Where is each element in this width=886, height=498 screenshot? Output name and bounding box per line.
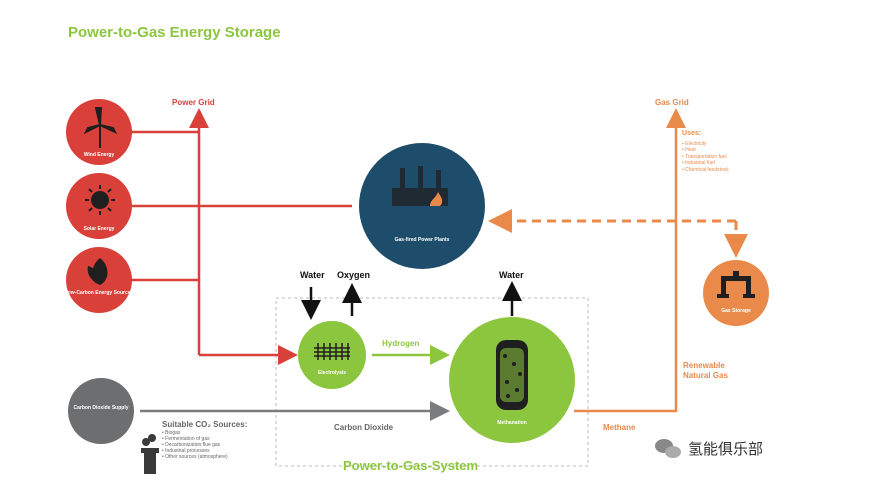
power-grid-label: Power Grid <box>172 98 215 107</box>
leaf-icon <box>87 258 108 285</box>
renewable-natural-gas-label: Renewable Natural Gas <box>683 361 728 380</box>
reactor-icon <box>496 340 528 410</box>
co2-sources-list: Suitable CO₂ Sources: Biogas Fermentatio… <box>162 420 248 461</box>
system-boundary <box>275 297 589 467</box>
gas-storage-caption: Gas Storage <box>721 308 751 314</box>
chat-bubbles-icon <box>655 439 681 458</box>
hydrogen-label: Hydrogen <box>382 339 420 348</box>
power-lines <box>130 108 352 365</box>
methanation-node <box>449 317 575 443</box>
gas-power-plant-caption: Gas-fired Power Plants <box>394 237 450 243</box>
uses-item: Chemical feedstock <box>682 167 729 174</box>
uses-heading: Uses: <box>682 130 702 137</box>
water-out-label: Water <box>499 270 524 280</box>
co2-sources-heading: Suitable CO₂ Sources: <box>162 420 248 429</box>
gas-power-plant-node <box>359 143 485 269</box>
carbon-source-caption: Carbon Dioxide Supply <box>73 405 129 411</box>
solar-caption: Solar Energy <box>83 226 115 232</box>
system-title: Power-to-Gas-System <box>343 458 479 473</box>
gas-return-lines <box>488 209 748 258</box>
low-carbon-node <box>66 247 132 313</box>
sun-icon <box>85 185 115 215</box>
electrolyzer-icon <box>314 343 350 360</box>
uses-item: Industrial fuel <box>682 160 729 167</box>
gas-storage-node <box>703 260 769 326</box>
uses-list: Uses: Electricity Heat Transportation fu… <box>682 130 729 174</box>
methane-lines <box>574 108 686 413</box>
wind-energy-node <box>66 99 132 165</box>
watermark-text: 氢能俱乐部 <box>688 441 764 458</box>
co2-source-item: Industrial processes <box>162 448 247 454</box>
uses-item: Electricity <box>682 141 729 148</box>
gas-grid-label: Gas Grid <box>655 98 689 107</box>
pipe-valve-icon <box>717 271 755 298</box>
co2-source-item: Fermentation of gas <box>162 436 247 442</box>
water-in-label: Water <box>300 270 325 280</box>
co2-source-item: Other sources (atmosphere) <box>162 454 247 460</box>
co2-source-item: Decarbonization flue gas <box>162 442 247 448</box>
methane-label: Methane <box>603 423 636 432</box>
co2-source-item: Biogas <box>162 430 247 436</box>
electrolysis-caption: Electrolysis <box>317 370 347 376</box>
watermark: 氢能俱乐部 <box>688 438 763 459</box>
low-carbon-caption: Low-Carbon Energy Sources <box>64 290 134 296</box>
electrolysis-node <box>298 321 366 389</box>
uses-item: Transportation fuel <box>682 154 729 161</box>
carbon-dioxide-label: Carbon Dioxide <box>334 423 394 432</box>
methanation-caption: Methanation <box>497 420 527 426</box>
carbon-source-node <box>68 378 134 444</box>
factory-icon <box>392 166 448 206</box>
uses-item: Heat <box>682 147 729 154</box>
water-oxygen-arrows <box>301 281 522 320</box>
oxygen-label: Oxygen <box>337 270 371 280</box>
solar-energy-node <box>66 173 132 239</box>
wind-turbine-icon <box>83 107 118 148</box>
smokestack-icon <box>141 434 159 474</box>
wind-caption: Wind Energy <box>83 152 115 158</box>
page-title: Power-to-Gas Energy Storage <box>68 24 281 41</box>
